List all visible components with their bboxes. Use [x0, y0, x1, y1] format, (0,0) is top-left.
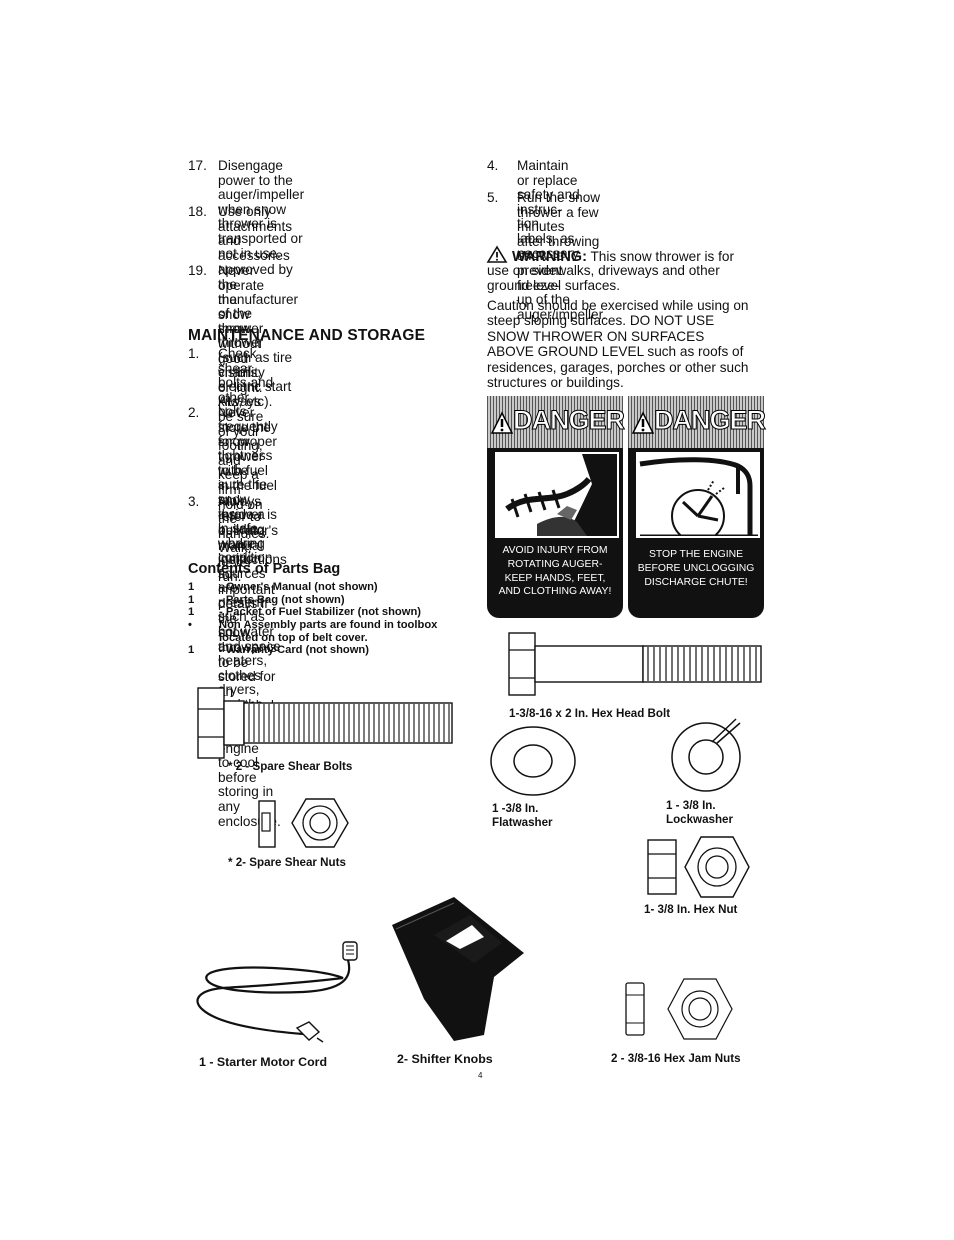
shifter-knob-icon	[392, 897, 524, 1041]
danger-label-auger: DANGER AVOID INJURY FROM ROTATING AUGER-…	[487, 396, 626, 618]
part-text: - Warranty Card (not shown)	[219, 644, 369, 656]
lockwasher-caption: 1 - 3/8 In. Lockwasher	[666, 799, 734, 826]
part-text: Non Assembly parts are found in toolbox …	[219, 619, 438, 644]
danger-message: STOP THE ENGINE BEFORE UNCLOGGING DISCHA…	[637, 549, 755, 588]
part-text: - Parts Bag (not shown)	[219, 594, 345, 606]
hex-head-bolt-icon	[508, 632, 762, 696]
item-text: Check shear bolts and other bolts freque…	[218, 346, 278, 566]
hex-nut-icon	[647, 836, 750, 898]
item-number: 5.	[487, 190, 499, 205]
contents-heading: Contents of Parts Bag	[188, 561, 341, 577]
flatwasher-caption: 1 -3/8 In. Flatwasher	[492, 802, 553, 829]
danger-header	[628, 396, 764, 448]
warning-triangle-icon	[486, 245, 508, 263]
danger-label-chute: DANGER STOP THE ENGINE BEFORE UNCLOGGING…	[628, 396, 767, 618]
item-number: 2.	[188, 405, 200, 420]
auger-hand-icon	[505, 454, 617, 536]
chute-hazard-pictogram	[636, 452, 760, 538]
part-qty: 1	[188, 594, 195, 606]
jam-nuts-caption: 2 - 3/8-16 Hex Jam Nuts	[611, 1052, 741, 1065]
shear-bolts-caption: * 2 - Spare Shear Bolts	[228, 760, 353, 773]
item-text: Never operate the snow thrower without g…	[218, 263, 270, 585]
danger-message: AVOID INJURY FROM ROTATING AUGER- KEEP H…	[498, 545, 612, 598]
shear-nuts-caption: * 2- Spare Shear Nuts	[228, 856, 346, 869]
starter-cord-icon	[196, 941, 358, 1043]
starter-cord-caption: 1 - Starter Motor Cord	[199, 1055, 328, 1069]
item-text: Run the snow thrower a few minutes after…	[517, 190, 607, 322]
part-qty: 1	[188, 644, 195, 656]
shear-bolt-icon	[197, 687, 453, 759]
part-qty: 1	[188, 581, 195, 593]
danger-header-text: DANGER	[512, 405, 625, 436]
lockwasher-icon	[671, 718, 741, 792]
item-number: 3.	[188, 494, 200, 509]
part-text: - Owner's Manual (not shown)	[219, 581, 378, 593]
shear-nut-icon	[258, 798, 349, 848]
hex-head-bolt-caption: 1-3/8-16 x 2 In. Hex Head Bolt	[509, 707, 671, 720]
danger-triangle-icon	[631, 411, 655, 434]
shifter-knobs-caption: 2- Shifter Knobs	[397, 1052, 493, 1066]
item-text: Maintain or replace safety and instruc- …	[517, 158, 582, 261]
item-text: Disengage power to the auger/impeller wh…	[218, 158, 305, 261]
part-qty: •	[188, 619, 192, 631]
auger-hazard-pictogram	[495, 452, 619, 538]
warning-label: WARNING:	[512, 249, 587, 265]
hex-jam-nut-icon	[625, 978, 733, 1040]
danger-header	[487, 396, 623, 448]
maintenance-heading: MAINTENANCE AND STORAGE	[188, 327, 426, 344]
caution-text: Caution should be exercised while using …	[487, 298, 749, 391]
warning-line: WARNING: This snow thrower is for	[486, 245, 734, 265]
warning-text: This snow thrower is for	[586, 249, 734, 264]
part-qty: 1	[188, 606, 195, 618]
item-number: 18.	[188, 204, 207, 219]
item-text: Use only attachments and accessories app…	[218, 204, 299, 409]
hex-nut-caption: 1- 3/8 In. Hex Nut	[644, 903, 738, 916]
warning-rest: use on sidewalks, driveways and other gr…	[487, 263, 720, 294]
item-number: 1.	[188, 346, 200, 361]
danger-triangle-icon	[490, 411, 514, 434]
page-number: 4	[478, 1071, 483, 1080]
item-number: 17.	[188, 158, 207, 173]
flatwasher-icon	[490, 726, 576, 796]
discharge-chute-icon	[639, 457, 758, 536]
part-text: - Packet of Fuel Stabilizer (not shown)	[219, 606, 422, 618]
item-number: 19.	[188, 263, 207, 278]
item-number: 4.	[487, 158, 499, 173]
danger-header-text: DANGER	[653, 405, 766, 436]
